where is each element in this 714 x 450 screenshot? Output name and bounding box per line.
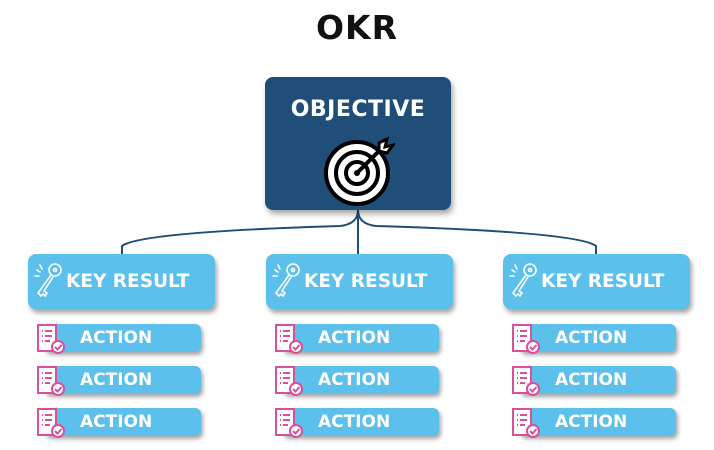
key-icon xyxy=(34,263,62,298)
action-bar xyxy=(282,408,439,436)
action-item: ACTION xyxy=(274,366,439,396)
checklist-icon xyxy=(37,366,65,396)
checklist-icon xyxy=(37,324,65,354)
checklist-icon xyxy=(37,408,65,438)
connector-right xyxy=(357,209,597,254)
diagram-title: OKR xyxy=(315,8,399,47)
connector-left xyxy=(121,209,359,254)
key-result-label: KEY RESULT xyxy=(541,271,665,292)
action-item: ACTION xyxy=(511,366,676,396)
checklist-icon xyxy=(512,366,540,396)
key-icon xyxy=(509,263,537,298)
key-result-label: KEY RESULT xyxy=(304,271,428,292)
checklist-icon xyxy=(512,324,540,354)
action-label: ACTION xyxy=(318,370,391,390)
action-bar xyxy=(282,324,439,352)
action-label: ACTION xyxy=(555,328,628,348)
action-bar xyxy=(519,324,676,352)
action-item: ACTION xyxy=(36,324,201,354)
action-item: ACTION xyxy=(274,408,439,438)
checklist-icon xyxy=(275,324,303,354)
target-icon xyxy=(324,136,395,206)
action-item: ACTION xyxy=(36,408,201,438)
objective-label: OBJECTIVE xyxy=(290,97,426,122)
key-result-box: KEY RESULT xyxy=(266,254,453,309)
checklist-icon xyxy=(275,366,303,396)
action-item: ACTION xyxy=(511,324,676,354)
action-label: ACTION xyxy=(318,328,391,348)
key-result-box: KEY RESULT xyxy=(503,254,690,309)
action-item: ACTION xyxy=(36,366,201,396)
action-bar xyxy=(44,324,201,352)
action-bar xyxy=(44,408,201,436)
action-item: ACTION xyxy=(274,324,439,354)
action-bar xyxy=(519,408,676,436)
action-label: ACTION xyxy=(80,328,153,348)
action-bar xyxy=(282,366,439,394)
checklist-icon xyxy=(512,408,540,438)
action-label: ACTION xyxy=(555,370,628,390)
action-label: ACTION xyxy=(555,412,628,432)
key-result-label: KEY RESULT xyxy=(66,271,190,292)
checklist-icon xyxy=(275,408,303,438)
key-result-box: KEY RESULT xyxy=(28,254,215,309)
action-label: ACTION xyxy=(80,412,153,432)
action-label: ACTION xyxy=(80,370,153,390)
action-label: ACTION xyxy=(318,412,391,432)
key-icon xyxy=(272,263,300,298)
objective-box: OBJECTIVE xyxy=(265,77,451,210)
action-bar xyxy=(44,366,201,394)
action-bar xyxy=(519,366,676,394)
action-item: ACTION xyxy=(511,408,676,438)
